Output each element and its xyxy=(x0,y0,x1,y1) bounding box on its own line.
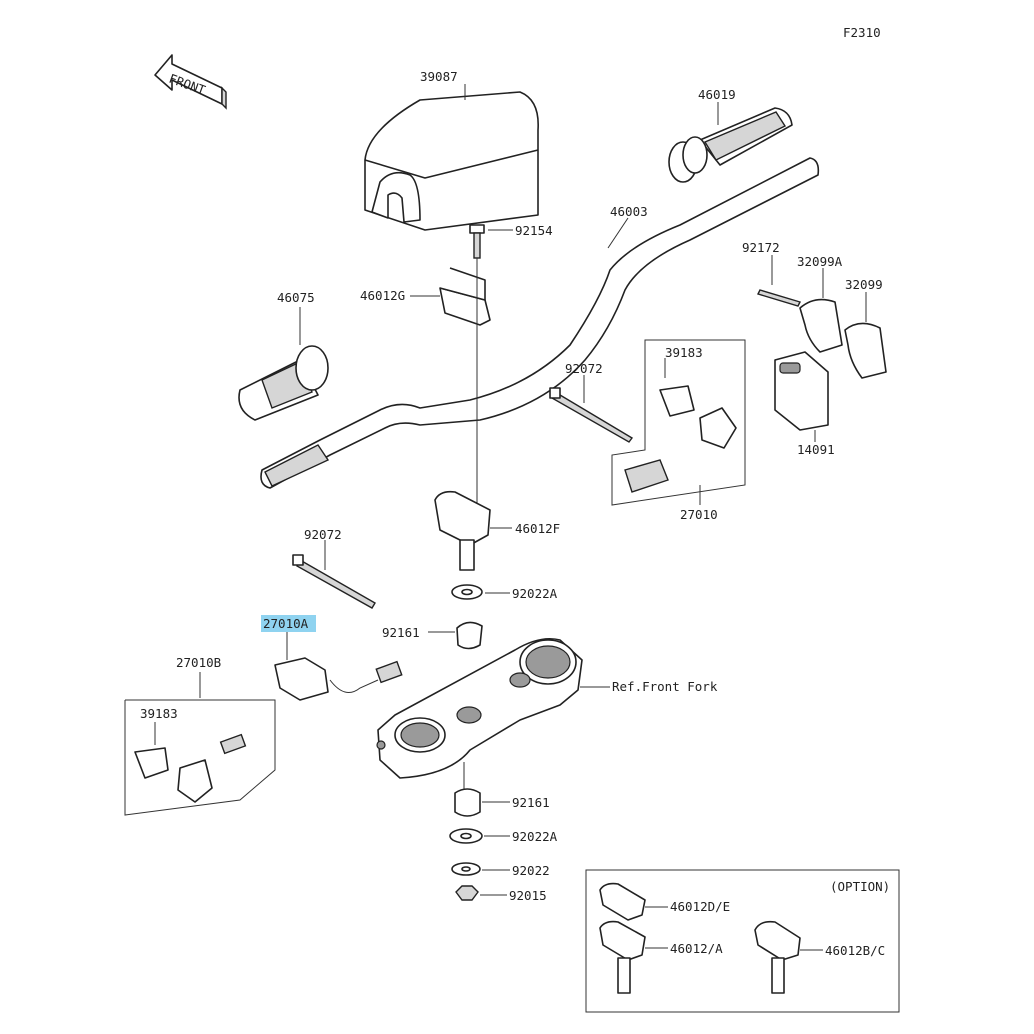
part-27010A-highlight xyxy=(261,615,316,632)
screw-92172: 92172 xyxy=(742,240,801,307)
switch-housing-32099: 32099 xyxy=(844,277,887,379)
switch-27010A: 27010A xyxy=(261,615,403,701)
part-92154-label: 92154 xyxy=(515,223,553,238)
switch-assembly-27010: 39183 27010 xyxy=(611,339,746,522)
riser-46012DE xyxy=(599,882,646,921)
part-92172-label: 92172 xyxy=(742,240,780,255)
riser-46012F: 46012F xyxy=(434,490,560,571)
handlebar: 46003 xyxy=(260,157,820,489)
washer-92022A-bottom: 92022A xyxy=(449,828,558,844)
part-46075-label: 46075 xyxy=(277,290,315,305)
triple-clamp: Ref.Front Fork xyxy=(376,637,718,779)
throttle-grip: 46019 xyxy=(668,87,793,183)
part-92022-label: 92022 xyxy=(512,863,550,878)
part-46012F-label: 46012F xyxy=(515,521,560,536)
switch-assembly-27010B: 27010B 39183 xyxy=(124,655,276,816)
diagram-code: F2310 xyxy=(843,25,881,40)
part-27010-label: 27010 xyxy=(680,507,718,522)
part-92015-label: 92015 xyxy=(509,888,547,903)
switch-housing-32099A: 32099A xyxy=(797,254,843,353)
part-46003-label: 46003 xyxy=(610,204,648,219)
part-92022A-bottom-label: 92022A xyxy=(512,829,558,844)
part-46019-label: 46019 xyxy=(698,87,736,102)
part-92072-top-label: 92072 xyxy=(565,361,603,376)
option-label: (OPTION) xyxy=(830,879,890,894)
left-grip: 46075 xyxy=(238,290,329,421)
part-46012A-label: 46012/A xyxy=(670,941,723,956)
bushing-92161-top: 92161 xyxy=(382,621,483,650)
bushing-92161-bottom: 92161 xyxy=(454,788,550,817)
part-46012G-label: 46012G xyxy=(360,288,405,303)
nut-92015: 92015 xyxy=(455,885,547,903)
part-39183-top-label: 39183 xyxy=(665,345,703,360)
bolt-92154: 92154 xyxy=(469,223,553,259)
part-46012DE-label: 46012D/E xyxy=(670,899,730,914)
part-27010A-label: 27010A xyxy=(263,616,309,631)
handlebar-pad: 39087 xyxy=(364,69,539,231)
riser-46012A xyxy=(599,920,646,961)
washer-92022: 92022 xyxy=(451,862,550,878)
front-arrow-icon: FRONT xyxy=(154,54,227,110)
cable-tie-top: 92072 xyxy=(549,361,634,443)
part-39087-label: 39087 xyxy=(420,69,458,84)
part-32099-label: 32099 xyxy=(845,277,883,292)
part-27010B-label: 27010B xyxy=(176,655,221,670)
cover-14091: 14091 xyxy=(774,351,835,457)
part-92022A-top-label: 92022A xyxy=(512,586,558,601)
part-32099A-label: 32099A xyxy=(797,254,843,269)
washer-92022A-top: 92022A xyxy=(451,584,558,601)
clamp-46012G: 46012G xyxy=(360,267,491,326)
part-14091-label: 14091 xyxy=(797,442,835,457)
part-92161-bottom-label: 92161 xyxy=(512,795,550,810)
riser-46012BC xyxy=(754,920,801,961)
front-fork-ref-label: Ref.Front Fork xyxy=(612,679,718,694)
cable-tie-mid: 92072 xyxy=(292,527,376,609)
option-box: (OPTION) 46012D/E 46012/A 46012B/C xyxy=(585,869,900,1013)
part-92072-mid-label: 92072 xyxy=(304,527,342,542)
part-92161-top-label: 92161 xyxy=(382,625,420,640)
part-46012BC-label: 46012B/C xyxy=(825,943,885,958)
part-39183-bottom-label: 39183 xyxy=(140,706,178,721)
